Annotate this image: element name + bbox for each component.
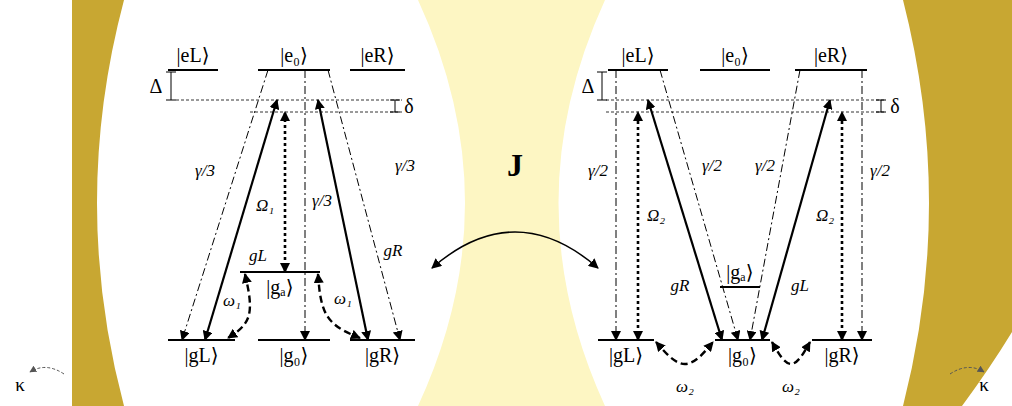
transition-label: gL [248, 247, 268, 264]
transition-label: Ω₁ [255, 197, 275, 214]
transition-arrow [305, 70, 306, 340]
transition-label: γ/3 [194, 162, 216, 179]
transition-arrow [841, 112, 844, 340]
energy-level: |eR⟩ [795, 44, 867, 71]
transition-arrow [637, 112, 640, 340]
transition-label: γ/2 [869, 162, 891, 179]
transition-arrow [772, 342, 810, 364]
left-mirror [72, 0, 124, 406]
level-label: |g₀⟩ [715, 344, 770, 366]
transition-arrow [616, 70, 617, 340]
transition-label: γ/3 [394, 157, 416, 174]
transition-arrow [328, 70, 400, 340]
transition-arrow [318, 100, 368, 340]
energy-level: |g₀⟩ [715, 339, 770, 366]
transition-arrow [656, 342, 713, 364]
transition-label: γ/3 [311, 192, 333, 209]
transition-label: gR [383, 242, 404, 259]
decay-label: κ [15, 375, 25, 394]
energy-level: |gL⟩ [598, 339, 654, 366]
level-label: |gₐ⟩ [720, 261, 760, 283]
energy-level: |eL⟩ [608, 44, 668, 71]
level-label: |gR⟩ [812, 344, 872, 366]
transition-label: gL [790, 277, 810, 294]
level-label: |eL⟩ [608, 44, 668, 66]
transition-label: ω₂ [675, 378, 695, 395]
right-mirror [903, 0, 1012, 406]
transition-arrow [660, 70, 738, 340]
decay-label: κ [979, 375, 989, 394]
energy-level: |eR⟩ [350, 44, 405, 71]
transition-label: γ/2 [587, 162, 609, 179]
energy-level: |gR⟩ [350, 339, 415, 366]
energy-level: |e₀⟩ [700, 44, 770, 71]
transition-label: gR [670, 277, 691, 294]
virtual-level [176, 100, 884, 112]
transition-arrow [205, 100, 277, 340]
energy-level: |g₀⟩ [258, 339, 330, 366]
transition-label: Ω₂ [646, 207, 666, 224]
loss-arrow [30, 367, 64, 374]
level-label: |eL⟩ [168, 44, 218, 66]
level-label: |g₀⟩ [258, 344, 330, 366]
energy-level: |eL⟩ [168, 44, 218, 71]
level-label: |eR⟩ [795, 44, 867, 66]
level-label: |e₀⟩ [258, 44, 330, 66]
level-label: |gL⟩ [598, 344, 654, 366]
energy-level: |gₐ⟩ [720, 261, 760, 288]
level-label: |eR⟩ [350, 44, 405, 66]
detuning-label: Δ [582, 76, 595, 96]
level-label: |gR⟩ [350, 344, 415, 366]
transition-arrow [750, 70, 800, 340]
transition-arrow [284, 112, 287, 272]
transition-label: ω₂ [781, 378, 801, 395]
energy-level: |e₀⟩ [258, 44, 330, 71]
detuning-label: δ [404, 96, 413, 116]
transition-label: ω₁ [333, 290, 353, 307]
detuning-label: δ [890, 96, 899, 116]
detuning-label: Δ [150, 76, 163, 96]
energy-level: |gL⟩ [168, 339, 235, 366]
cavity-mode [418, 0, 605, 406]
transition-label: γ/2 [701, 157, 723, 174]
transition-arrow [318, 274, 360, 338]
energy-level: |gₐ⟩ [240, 271, 320, 298]
detuning-bracket [166, 72, 886, 112]
transition-label: γ/2 [754, 157, 776, 174]
transition-label: Ω₂ [815, 207, 835, 224]
transition-label: ω₁ [222, 292, 242, 309]
level-label: |gₐ⟩ [240, 276, 320, 298]
level-label: |e₀⟩ [700, 44, 770, 66]
coupling-arrow [432, 232, 598, 268]
coupling-label: J [507, 149, 523, 181]
level-label: |gL⟩ [168, 344, 235, 366]
transition-arrow [862, 70, 863, 340]
energy-level: |gR⟩ [812, 339, 872, 366]
loss-arrow [950, 367, 984, 374]
